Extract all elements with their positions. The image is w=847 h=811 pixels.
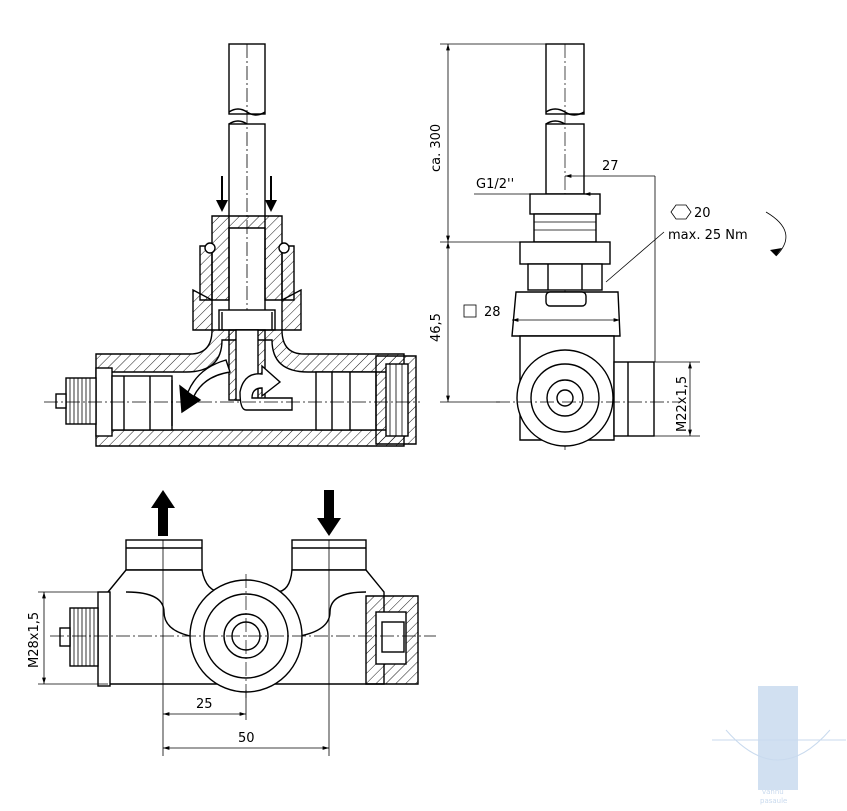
label-thread-m22: M22x1,5 bbox=[675, 376, 690, 432]
bottom-dimensions: M28x1,5 25 50 bbox=[27, 540, 330, 756]
label-thread-g: G1/2'' bbox=[476, 177, 514, 192]
watermark-logo: vannu pasaule bbox=[712, 686, 846, 805]
label-thread-m28: M28x1,5 bbox=[27, 612, 42, 668]
label-offset-27: 27 bbox=[602, 159, 619, 174]
label-length-ca: ca. 300 bbox=[429, 124, 444, 172]
watermark-line1: vannu bbox=[762, 788, 784, 796]
square-icon bbox=[463, 304, 477, 318]
label-spacing-25: 25 bbox=[196, 697, 213, 712]
front-section-view bbox=[44, 43, 420, 447]
bottom-view bbox=[50, 490, 436, 700]
label-hex-20: 20 bbox=[694, 206, 711, 221]
rotation-arrow-icon bbox=[765, 211, 787, 257]
side-view bbox=[496, 43, 680, 450]
watermark-line2: pasaule bbox=[760, 797, 787, 805]
label-square-28: 28 bbox=[484, 305, 501, 320]
hexagon-icon bbox=[670, 204, 692, 220]
side-dimensions: ca. 300 46,5 G1/2'' 27 20 max. 25 Nm 28 … bbox=[429, 43, 787, 437]
label-height-46: 46,5 bbox=[429, 313, 444, 342]
label-torque: max. 25 Nm bbox=[668, 228, 748, 243]
label-spacing-50: 50 bbox=[238, 731, 255, 746]
